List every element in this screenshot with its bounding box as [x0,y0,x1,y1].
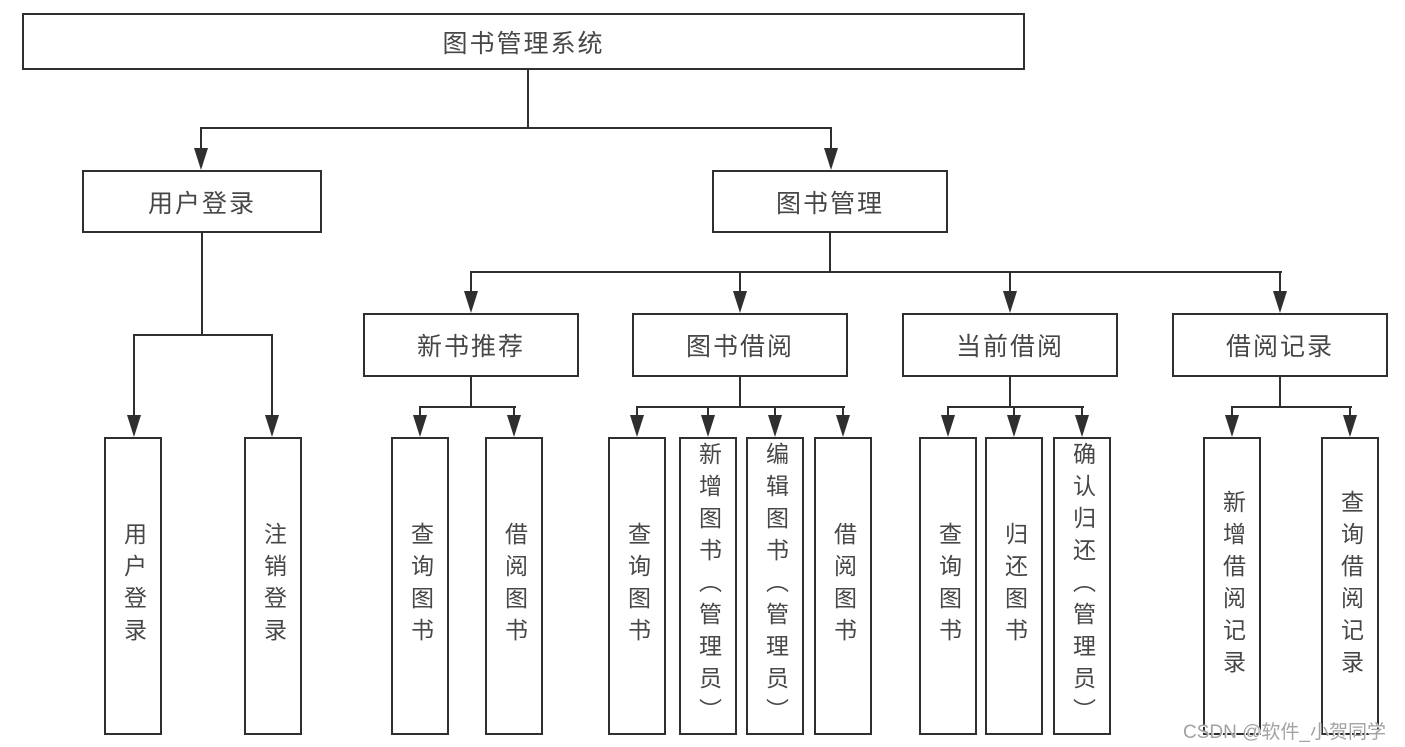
arrow-down-icon [127,415,141,437]
node-label: 借阅记录 [1225,333,1334,361]
leaf-edit-books-admin: 编辑图书（管理员） [746,437,804,735]
leaf-label: 确认归还（管理员） [1069,442,1096,730]
connector-line [739,272,741,291]
connector-line [1231,406,1352,408]
connector-line [201,233,203,335]
connector-line [774,407,776,417]
arrow-down-icon [1075,415,1089,437]
arrow-down-icon [194,148,208,170]
arrow-down-icon [265,415,279,437]
arrow-down-icon [1225,415,1239,437]
leaf-label: 查询图书 [935,522,962,650]
csdn-watermark: CSDN @软件_小贺同学 [1183,722,1386,743]
connector-line [1231,407,1233,417]
leaf-label: 借阅图书 [830,522,857,650]
connector-line [830,128,832,150]
node-label: 新书推荐 [416,333,525,361]
leaf-query-books-current: 查询图书 [919,437,977,735]
connector-line [470,271,1282,273]
leaf-label: 用户登录 [120,522,147,650]
arrow-down-icon [836,415,850,437]
node-borrowing-records: 借阅记录 [1172,313,1388,377]
arrow-down-icon [507,415,521,437]
connector-line [200,128,202,150]
arrow-down-icon [733,291,747,313]
connector-line [200,127,832,129]
node-user-login: 用户登录 [82,170,322,233]
arrow-down-icon [413,415,427,437]
node-label: 图书借阅 [685,333,794,361]
connector-line [470,377,472,408]
node-label: 图书管理 [775,189,884,218]
leaf-add-books-admin: 新增图书（管理员） [679,437,737,735]
leaf-logout-login: 注销登录 [244,437,302,735]
connector-line [1013,407,1015,417]
leaf-label: 查询图书 [407,522,434,650]
connector-line [1349,407,1351,417]
leaf-query-books-recommend: 查询图书 [391,437,449,735]
arrow-down-icon [768,415,782,437]
connector-line [1009,377,1011,408]
connector-line [1009,272,1011,291]
leaf-borrow-books-recommend: 借阅图书 [485,437,543,735]
connector-line [1279,377,1281,408]
connector-line [419,406,516,408]
leaf-label: 编辑图书（管理员） [762,442,789,730]
arrow-down-icon [824,148,838,170]
connector-line [947,407,949,417]
node-book-management: 图书管理 [712,170,948,233]
connector-line [470,272,472,291]
node-label: 当前借阅 [955,333,1064,361]
connector-line [133,334,273,336]
connector-line [1279,272,1281,291]
node-current-borrowing: 当前借阅 [902,313,1118,377]
connector-line [527,70,529,128]
arrow-down-icon [1273,291,1287,313]
leaf-query-borrow-record: 查询借阅记录 [1321,437,1379,735]
connector-line [271,335,273,415]
leaf-user-login: 用户登录 [104,437,162,735]
leaf-label: 查询图书 [624,522,651,650]
leaf-label: 注销登录 [260,522,287,650]
node-root-system: 图书管理系统 [22,13,1025,70]
leaf-label: 借阅图书 [501,522,528,650]
arrow-down-icon [1003,291,1017,313]
connector-line [636,407,638,417]
connector-line [947,406,1084,408]
leaf-add-borrow-record: 新增借阅记录 [1203,437,1261,735]
connector-line [513,407,515,417]
connector-line [419,407,421,417]
arrow-down-icon [1007,415,1021,437]
arrow-down-icon [464,291,478,313]
connector-line [842,407,844,417]
node-label: 图书管理系统 [442,29,605,58]
connector-line [636,406,845,408]
connector-line [739,377,741,408]
arrow-down-icon [941,415,955,437]
leaf-return-books: 归还图书 [985,437,1043,735]
connector-line [829,233,831,272]
arrow-down-icon [630,415,644,437]
node-label: 用户登录 [147,189,256,218]
leaf-label: 归还图书 [1001,522,1028,650]
connector-line [707,407,709,417]
node-book-borrowing: 图书借阅 [632,313,848,377]
leaf-label: 查询借阅记录 [1337,490,1364,682]
leaf-confirm-return-admin: 确认归还（管理员） [1053,437,1111,735]
leaf-label: 新增借阅记录 [1219,490,1246,682]
connector-line [133,335,135,415]
arrow-down-icon [701,415,715,437]
leaf-borrow-books-borrowing: 借阅图书 [814,437,872,735]
node-new-book-recommend: 新书推荐 [363,313,579,377]
leaf-label: 新增图书（管理员） [695,442,722,730]
leaf-query-books-borrowing: 查询图书 [608,437,666,735]
arrow-down-icon [1343,415,1357,437]
connector-line [1081,407,1083,417]
